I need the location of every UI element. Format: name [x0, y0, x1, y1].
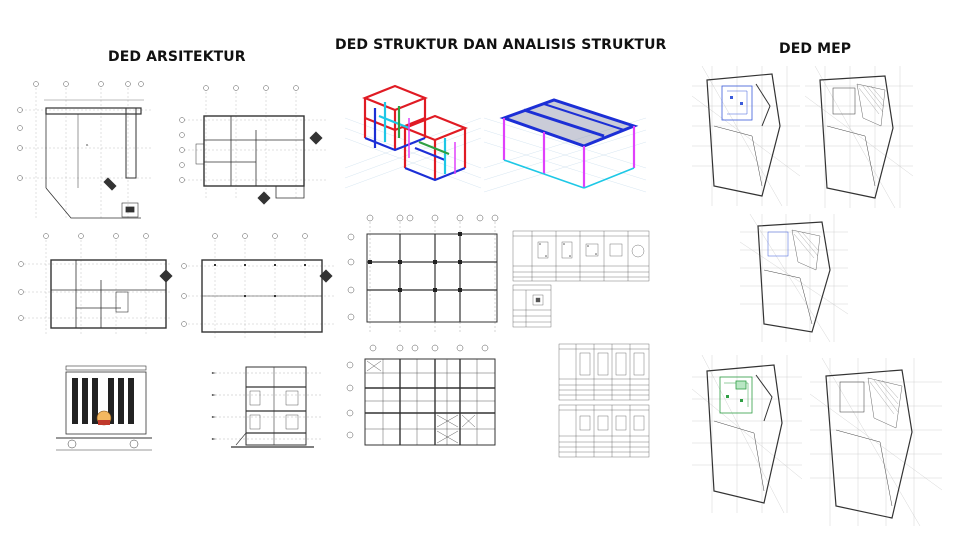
heading-ded-mep: DED MEP	[779, 41, 852, 57]
heading-ded-struktur: DED STRUKTUR DAN ANALISIS STRUKTUR	[335, 37, 667, 53]
struct-3d-model-left	[345, 78, 481, 198]
mep-plan-sheet-3	[740, 214, 848, 342]
arch-plan-ground-floor: R.	[16, 78, 156, 228]
arch-plan-second-floor	[16, 230, 176, 340]
heading-ded-arsitektur: DED ARSITEKTUR	[108, 49, 246, 65]
mep-plan-sheet-1	[692, 66, 800, 206]
struct-detail-table-beams-1	[558, 343, 650, 401]
struct-detail-table-small	[512, 284, 552, 328]
arch-plan-first-floor	[176, 80, 336, 210]
arch-section	[206, 353, 326, 465]
arch-elevation-front	[48, 358, 160, 458]
svg-text:R.: R.	[86, 143, 89, 147]
struct-plan-beams	[345, 343, 505, 455]
mep-plan-sheet-5	[810, 358, 942, 526]
struct-3d-model-right	[484, 88, 646, 198]
mep-plan-sheet-4	[692, 355, 802, 513]
struct-detail-table-columns	[512, 230, 650, 282]
struct-detail-table-beams-2	[558, 404, 650, 458]
arch-plan-roof	[180, 230, 340, 345]
struct-plan-foundation	[345, 212, 507, 336]
mep-plan-sheet-2	[805, 66, 913, 208]
